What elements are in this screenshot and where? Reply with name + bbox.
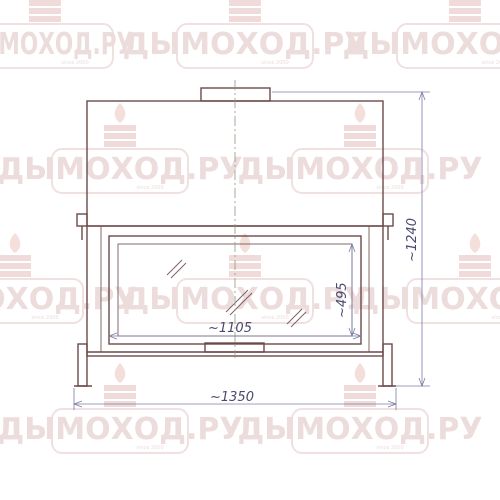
overall-height-label: ~1240: [405, 218, 420, 262]
glass-width-label: ~1105: [208, 321, 252, 336]
watermark-since: since 2000: [136, 445, 163, 451]
dimension-glass-width: ~1105: [107, 321, 363, 340]
watermark-since: since 2000: [31, 315, 58, 321]
watermark-since: since 2000: [136, 185, 163, 191]
watermark-since: since 2000: [261, 60, 288, 66]
watermark-brand: ДЫМОХОД.РУ: [122, 27, 367, 62]
watermark-tile: ДЫМОХОД.РУ since 2000: [122, 232, 368, 324]
flue-collar: [200, 87, 271, 102]
watermark-brand: ДЫМОХОД.РУ: [352, 282, 500, 317]
watermark-since: since 2000: [376, 445, 403, 451]
overall-width-label: ~1350: [210, 390, 254, 405]
watermark-brand: ДЫМОХОД.РУ: [0, 412, 243, 447]
watermark-since: since 2000: [376, 185, 403, 191]
watermark-brand: ДЫМОХОД.РУ: [0, 282, 138, 317]
watermark-tile: ДЫМОХОД.РУ since 2000: [0, 102, 243, 194]
watermark-brand: ДЫМОХОД.РУ: [342, 27, 500, 62]
watermark-brand: ДЫМОХОД.РУ: [0, 28, 133, 62]
watermark-tile: ДЫМОХОД.РУ since 2000: [342, 0, 500, 69]
watermark-tile: ДЫМОХОД.РУ since 2000: [0, 362, 243, 454]
watermark-brand: ДЫМОХОД.РУ: [237, 412, 482, 447]
dimension-glass-height: ~495: [335, 242, 356, 338]
right-mounting-tab: [382, 213, 394, 227]
door-outer: [108, 235, 362, 345]
dimension-overall-height: ~1240: [272, 90, 430, 388]
watermark-layer: ДЫМОХОД.РУ since 2000 ДЫМОХОД.РУ since 2…: [0, 0, 500, 454]
watermark-tile: ДЫМОХОД.РУ since 2000: [0, 232, 138, 324]
watermark-since: since 2000: [481, 60, 500, 66]
watermark-tile: ДЫМОХОД.РУ since 2000: [0, 0, 133, 69]
watermark-tile: ДЫМОХОД.РУ since 2000: [237, 362, 483, 454]
watermark-since: since 2000: [61, 60, 88, 66]
left-mounting-tab: [76, 213, 88, 227]
left-leg: [77, 343, 88, 387]
glass-height-label: ~495: [335, 282, 350, 318]
watermark-since: since 2000: [491, 315, 500, 321]
watermark-tile: ДЫМОХОД.РУ since 2000: [352, 232, 500, 324]
watermark-since: since 2000: [261, 315, 288, 321]
right-leg: [382, 343, 393, 387]
watermark-tile: ДЫМОХОД.РУ since 2000: [122, 0, 368, 69]
watermark-tile: ДЫМОХОД.РУ since 2000: [237, 102, 483, 194]
watermark-brand: ДЫМОХОД.РУ: [237, 152, 482, 187]
watermark-brand: ДЫМОХОД.РУ: [0, 152, 243, 187]
dimension-overall-width: ~1350: [72, 388, 398, 410]
glass-reflection-marks: [166, 259, 307, 328]
